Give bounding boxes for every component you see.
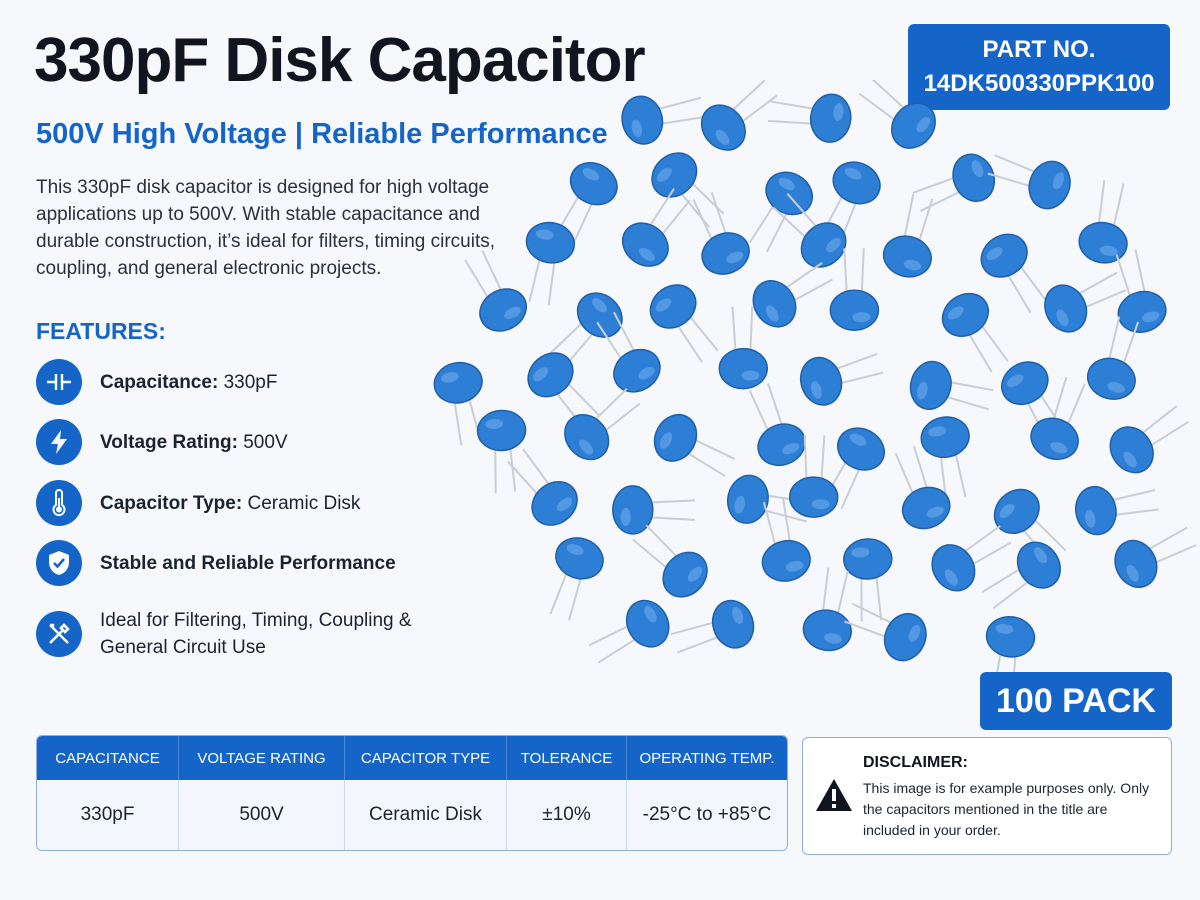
lightning-bolt-icon bbox=[36, 419, 82, 465]
feature-text: Capacitance: 330pF bbox=[100, 371, 278, 393]
capacitor-illustration bbox=[749, 171, 814, 253]
capacitor-illustration bbox=[823, 427, 885, 510]
capacitor-illustration bbox=[588, 599, 670, 664]
capacitor-illustration bbox=[596, 311, 661, 393]
capacitor-illustration bbox=[1114, 526, 1197, 588]
capacitor-illustration bbox=[1030, 376, 1086, 461]
capacitor-illustration bbox=[844, 602, 927, 662]
capacitor-illustration bbox=[507, 448, 578, 526]
capacitor-illustration bbox=[700, 80, 778, 151]
capacitor-illustration bbox=[549, 537, 604, 621]
capacitor-illustration bbox=[726, 474, 811, 524]
spec-table-header: CAPACITANCE VOLTAGE RATING CAPACITOR TYP… bbox=[37, 736, 787, 780]
pack-size-badge: 100 PACK bbox=[980, 672, 1172, 730]
capacitor-illustration bbox=[555, 162, 618, 244]
capacitor-illustration bbox=[752, 262, 833, 328]
spec-header-cell: VOLTAGE RATING bbox=[179, 736, 345, 780]
spec-table-row: 330pF 500V Ceramic Disk ±10% -25°C to +8… bbox=[37, 780, 787, 850]
spec-value-cell: ±10% bbox=[507, 780, 627, 850]
spec-header-cell: CAPACITOR TYPE bbox=[345, 736, 507, 780]
capacitor-symbol-icon bbox=[36, 359, 82, 405]
capacitor-illustration bbox=[894, 446, 951, 530]
capacitor-illustration bbox=[941, 292, 1009, 373]
part-number-value: 14DK500330PPK100 bbox=[923, 70, 1155, 97]
capacitor-illustration bbox=[525, 221, 576, 306]
capacitor-illustration bbox=[651, 152, 725, 228]
spec-header-cell: OPERATING TEMP. bbox=[639, 749, 775, 767]
capacitor-illustration bbox=[761, 498, 811, 582]
capacitor-illustration bbox=[993, 488, 1067, 565]
capacitor-illustration bbox=[829, 248, 880, 331]
part-number-label: PART NO. bbox=[982, 36, 1096, 63]
thermometer-icon bbox=[36, 480, 82, 526]
capacitor-pile-image bbox=[433, 80, 1197, 700]
tools-icon bbox=[36, 611, 82, 657]
spec-value-cell: Ceramic Disk bbox=[345, 780, 507, 850]
capacitor-illustration bbox=[799, 352, 884, 406]
capacitor-illustration bbox=[802, 567, 852, 652]
capacitor-illustration bbox=[564, 388, 641, 461]
feature-type: Capacitor Type: Ceramic Disk bbox=[36, 480, 360, 526]
capacitor-illustration bbox=[621, 95, 706, 145]
capacitor-illustration bbox=[920, 416, 970, 501]
feature-reliability: Stable and Reliable Performance bbox=[36, 540, 396, 586]
feature-capacitance: Capacitance: 330pF bbox=[36, 359, 277, 405]
spec-value-cell: 500V bbox=[179, 780, 345, 850]
feature-text: Stable and Reliable Performance bbox=[100, 552, 396, 574]
capacitor-illustration bbox=[985, 615, 1036, 700]
disclaimer-text: This image is for example purposes only.… bbox=[863, 780, 1150, 838]
capacitor-illustration bbox=[718, 306, 769, 390]
capacitor-illustration bbox=[621, 188, 691, 267]
spec-value-cell: -25°C to +85°C bbox=[642, 804, 772, 825]
page-subtitle: 500V High Voltage | Reliable Performance bbox=[36, 118, 608, 150]
capacitor-illustration bbox=[1044, 271, 1127, 333]
capacitor-illustration bbox=[1078, 179, 1128, 264]
feature-text: Capacitor Type: Ceramic Disk bbox=[100, 492, 361, 514]
feature-applications: Ideal for Filtering, Timing, Coupling & … bbox=[36, 607, 420, 661]
capacitor-illustration bbox=[476, 409, 527, 494]
capacitor-illustration bbox=[1075, 485, 1159, 536]
part-number-badge: PART NO. 14DK500330PPK100 bbox=[908, 24, 1170, 110]
capacitor-illustration bbox=[653, 414, 736, 478]
capacitor-illustration bbox=[772, 193, 847, 268]
capacitor-illustration bbox=[670, 599, 755, 654]
capacitor-illustration bbox=[1001, 361, 1066, 442]
capacitor-illustration bbox=[912, 153, 996, 212]
capacitor-illustration bbox=[632, 524, 708, 598]
feature-voltage: Voltage Rating: 500V bbox=[36, 419, 288, 465]
capacitor-illustration bbox=[987, 154, 1071, 210]
capacitor-illustration bbox=[748, 383, 806, 467]
spec-table: CAPACITANCE VOLTAGE RATING CAPACITOR TYP… bbox=[36, 735, 788, 851]
disclaimer-box: DISCLAIMER: This image is for example pu… bbox=[802, 737, 1172, 855]
capacitor-illustration bbox=[981, 541, 1062, 610]
spec-value-cell: 330pF bbox=[37, 780, 179, 850]
capacitor-illustration bbox=[980, 233, 1048, 314]
product-description: This 330pF disk capacitor is designed fo… bbox=[36, 177, 495, 279]
capacitor-illustration bbox=[843, 538, 893, 622]
capacitor-illustration bbox=[649, 284, 719, 363]
capacitor-illustration bbox=[692, 191, 750, 275]
capacitor-illustration bbox=[612, 485, 695, 535]
page-title: 330pF Disk Capacitor bbox=[34, 26, 646, 95]
warning-icon bbox=[815, 778, 853, 817]
capacitor-illustration bbox=[931, 525, 1012, 592]
shield-check-icon bbox=[36, 540, 82, 586]
capacitor-illustration bbox=[1086, 316, 1140, 400]
capacitor-illustration bbox=[882, 193, 934, 278]
capacitor-illustration bbox=[767, 93, 852, 143]
capacitor-illustration bbox=[909, 360, 994, 411]
capacitor-illustration bbox=[433, 361, 483, 446]
capacitor-illustration bbox=[788, 434, 839, 518]
disclaimer-title: DISCLAIMER: bbox=[863, 754, 968, 771]
feature-text: Voltage Rating: 500V bbox=[100, 431, 288, 453]
capacitor-illustration bbox=[858, 80, 936, 149]
capacitor-illustration bbox=[464, 250, 528, 332]
spec-header-cell: CAPACITANCE bbox=[37, 736, 179, 780]
feature-text: Ideal for Filtering, Timing, Coupling & … bbox=[100, 610, 412, 658]
spec-header-cell: TOLERANCE bbox=[507, 736, 627, 780]
features-heading: FEATURES: bbox=[36, 318, 166, 344]
capacitor-illustration bbox=[1109, 405, 1189, 474]
capacitor-illustration bbox=[527, 352, 600, 429]
